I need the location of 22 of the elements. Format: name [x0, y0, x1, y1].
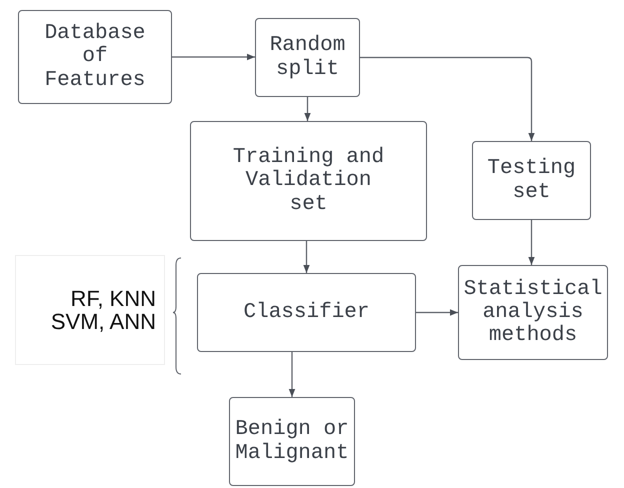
box-label: Testing set — [486, 157, 577, 204]
arrow — [288, 352, 296, 397]
box-label: Training and Validation set — [232, 146, 386, 216]
box-label: Benign or Malignant — [234, 418, 350, 465]
process-box — [458, 265, 608, 360]
arrow — [528, 220, 535, 265]
process-box — [18, 10, 172, 104]
arrow — [172, 54, 255, 60]
box-label: Classifier — [242, 300, 371, 324]
box-label: Statistical analysis methods — [462, 278, 604, 348]
arrow — [416, 309, 458, 316]
process-box — [190, 121, 427, 241]
box-label: Random split — [268, 34, 346, 81]
arrow — [360, 56, 535, 141]
process-box — [229, 397, 355, 486]
process-box — [255, 18, 360, 97]
process-box — [197, 273, 416, 352]
box-label: RF, KNN SVM, ANN — [50, 286, 157, 334]
arrow — [303, 241, 310, 273]
process-box — [472, 141, 591, 220]
box-label: Database of Features — [44, 22, 146, 92]
arrow — [304, 97, 311, 121]
